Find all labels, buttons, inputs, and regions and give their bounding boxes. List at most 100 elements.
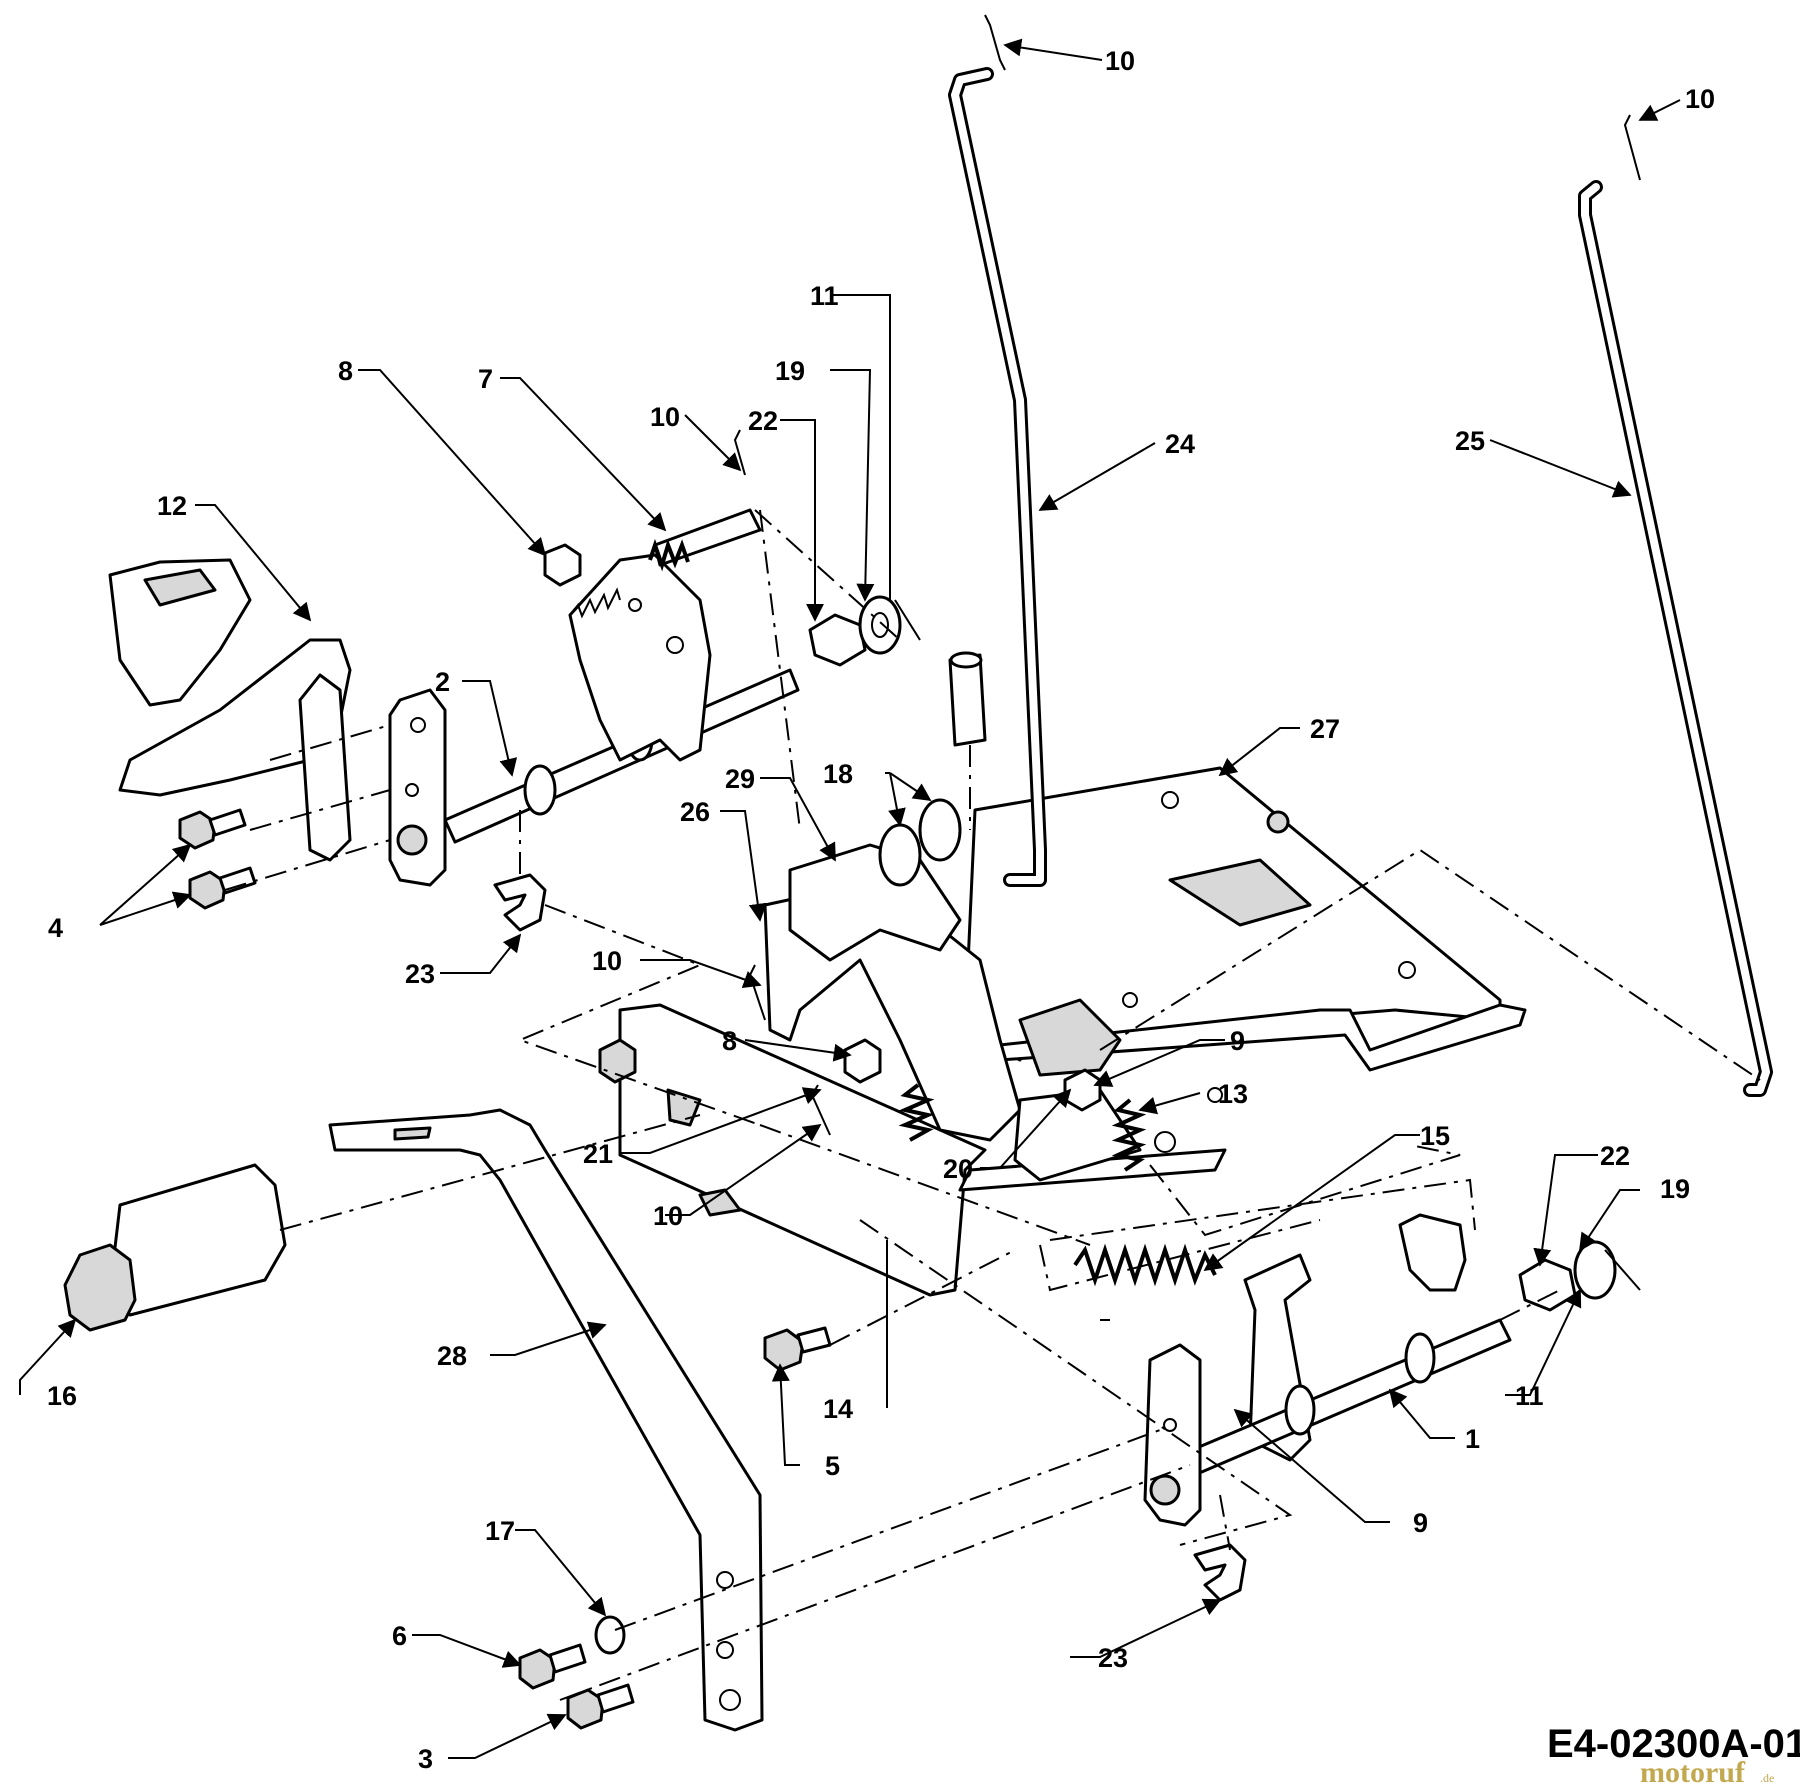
lower-link-plate-hole: [1163, 1418, 1177, 1432]
link-plate-2-hole: [396, 824, 428, 856]
pivot-bracket-cutout: [1018, 998, 1122, 1077]
pedal-arm-hole: [716, 1571, 734, 1589]
pedal-grip-16-cap: [63, 1243, 137, 1332]
pedal-grip-16: [108, 1163, 287, 1317]
lift-plate-hole: [1154, 1131, 1176, 1153]
spring-15: [1073, 1243, 1217, 1287]
pedal-arm-slot: [393, 1126, 432, 1141]
callout-label: 10: [592, 946, 622, 976]
callout-label: 12: [157, 491, 187, 521]
lift-plate-hole: [1161, 791, 1179, 809]
shaft-1-collar: [1284, 1384, 1316, 1436]
parts-layer: [63, 14, 1773, 1732]
sector-plate-hole: [628, 598, 642, 612]
callout-label: 20: [943, 1154, 973, 1184]
sector-plate: [568, 553, 712, 762]
callout-label: 14: [823, 1394, 853, 1424]
clip-pin-10-right: [1623, 114, 1641, 181]
pedal-pad-12-lever: [298, 673, 352, 862]
pedal-arm-hole: [716, 1641, 734, 1659]
lift-plate-hole: [1398, 961, 1416, 979]
callout-label: 17: [485, 1516, 515, 1546]
washer-19-hole: [871, 612, 889, 638]
washer-19-lower: [1573, 1240, 1617, 1300]
shaft-2-washer: [523, 764, 557, 816]
callout-label: 5: [825, 1451, 840, 1481]
callout-label: 23: [405, 959, 435, 989]
callout-label: 27: [1310, 714, 1340, 744]
lift-plate-slot: [1168, 858, 1312, 927]
callout-label: 26: [680, 797, 710, 827]
lower-link-plate-hole: [1149, 1474, 1181, 1506]
callout-label: 8: [722, 1026, 737, 1056]
callout-label: 24: [1165, 429, 1195, 459]
callout-label: 21: [583, 1139, 613, 1169]
clip-23-lower: [1193, 1543, 1247, 1602]
lift-plate-bolt: [1266, 810, 1290, 834]
callout-label: 11: [810, 281, 839, 311]
clip-23-upper: [493, 873, 547, 932]
pedal-pad-12: [108, 558, 252, 707]
frame-rail: [618, 1003, 987, 1297]
callout-label: 23: [1098, 1643, 1128, 1673]
flange-nut-22-lower: [1518, 1258, 1577, 1312]
link-bar: [998, 1003, 1527, 1072]
watermark-brand: motoruf: [1640, 1756, 1746, 1789]
shaft-1-collar: [1404, 1332, 1436, 1384]
pedal-arm-hole: [719, 1689, 741, 1711]
lock-nut-21: [598, 1038, 637, 1084]
bolt-4-upper: [178, 808, 247, 850]
callout-label: 15: [1420, 1121, 1450, 1151]
callout-label: 11: [1515, 1381, 1544, 1411]
lock-nut-20: [1063, 1068, 1102, 1112]
callout-label: 10: [1105, 46, 1135, 76]
callout-label: 16: [47, 1381, 77, 1411]
callout-label: 10: [1685, 84, 1715, 114]
spacer-tube: [948, 653, 987, 747]
pivot-spring: [648, 538, 690, 572]
callout-label: 19: [1660, 1174, 1690, 1204]
lift-rod-25-inner: [1581, 183, 1770, 1094]
flange-nut-22: [808, 613, 867, 667]
callout-label: 4: [48, 913, 63, 943]
callout-label: 13: [1218, 1079, 1248, 1109]
bolt-4-lower: [188, 866, 257, 910]
washer-19: [858, 595, 902, 655]
callout-label: 22: [1600, 1141, 1630, 1171]
clip-pin-10-top: [984, 14, 1006, 71]
callout-label: 25: [1455, 426, 1485, 456]
bolt-6: [518, 1643, 587, 1690]
callout-label: 22: [748, 406, 778, 436]
sector-plate-teeth: [569, 587, 621, 619]
bolt-5: [763, 1326, 832, 1372]
callout-label: 9: [1413, 1508, 1428, 1538]
clip-pin-10-mid: [733, 429, 746, 476]
center-lines: [224, 509, 1761, 1701]
spring-13: [1111, 1098, 1147, 1172]
callout-label: 9: [1230, 1026, 1245, 1056]
lock-nut-8: [543, 543, 582, 587]
pedal-pad-12-top: [143, 568, 217, 607]
sector-plate-hole: [666, 636, 684, 654]
callout-label: 1: [1465, 1424, 1480, 1454]
callout-label: 10: [653, 1201, 683, 1231]
washer-18: [878, 823, 922, 887]
link-plate-2-hole: [405, 783, 419, 797]
drawing-code: E4-02300A-01: [1547, 1722, 1800, 1766]
callout-label: 2: [435, 667, 450, 697]
callout-label: 29: [725, 764, 755, 794]
callout-label: 18: [823, 759, 853, 789]
washer-17: [594, 1615, 626, 1655]
callout-label: 6: [392, 1621, 407, 1651]
spacer-tube-top: [949, 651, 983, 669]
callout-label: 19: [775, 356, 805, 386]
watermark-suffix: .de: [1760, 1771, 1774, 1785]
callout-label: 7: [478, 364, 493, 394]
lift-plate-hole: [1122, 992, 1138, 1008]
clip-pin-10-center: [748, 964, 766, 1021]
callout-label: 28: [437, 1341, 467, 1371]
cotter-pin-11: [894, 599, 921, 641]
callout-label: 8: [338, 356, 353, 386]
shaft-1: [1178, 1318, 1512, 1479]
